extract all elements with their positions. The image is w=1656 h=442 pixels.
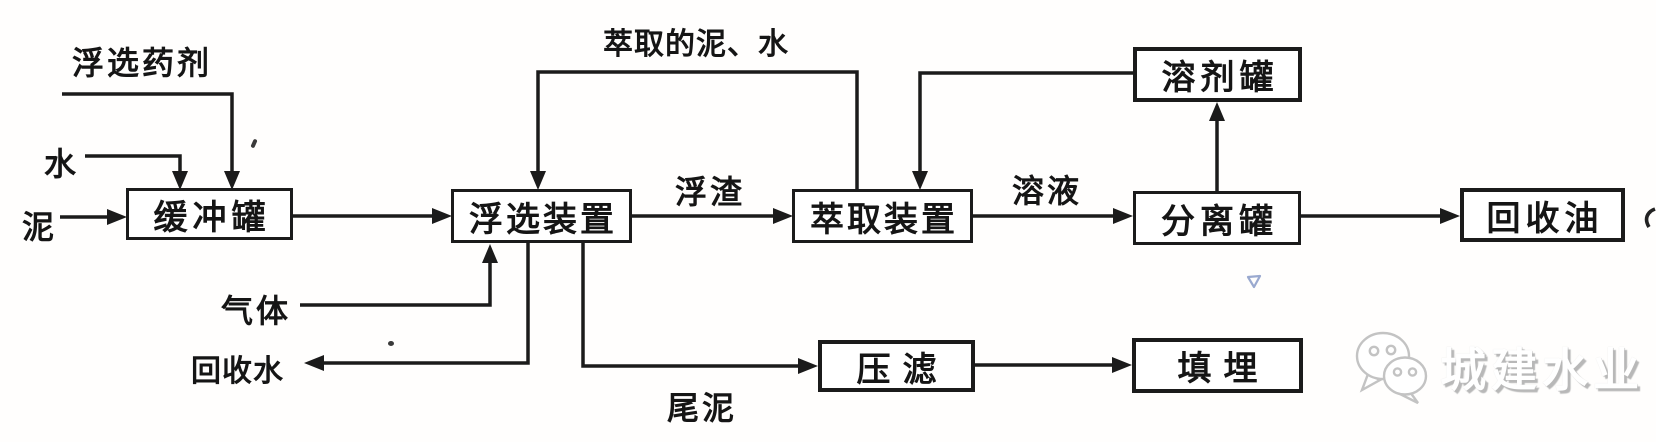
connector-separation-tank-to-recovered-oil: [1301, 208, 1460, 224]
box-press-filter: 压滤: [818, 340, 975, 392]
line: [918, 71, 1133, 173]
line: [300, 261, 492, 307]
wechat-logo-icon: [1355, 331, 1428, 405]
box-recovered-oil: 回收油: [1460, 188, 1625, 242]
connector-flotation-unit-to-extraction-unit: [632, 208, 793, 224]
arrowhead-right-icon: [1440, 208, 1460, 224]
connector-mud-to-buffer-tank: [60, 209, 127, 225]
box-buffer-tank: 缓冲罐: [126, 188, 293, 240]
label-solution: 溶液: [1012, 173, 1083, 209]
arrowhead-up-icon: [1209, 102, 1225, 121]
line: [85, 154, 182, 173]
arrowhead-down-icon: [912, 171, 928, 190]
connector-flotation-unit-to-recovered-water: [304, 243, 530, 371]
connector-solvent-tank-to-extraction-unit: [912, 71, 1133, 190]
box-landfill-label: 填埋: [1177, 350, 1270, 388]
arrowhead-up-icon: [482, 244, 498, 263]
connector-gas-to-flotation-unit: [300, 244, 498, 307]
edge-mark: [1644, 207, 1656, 228]
label-recovered-water: 回收水: [191, 355, 284, 388]
connector-separation-tank-to-solvent-tank: [1209, 102, 1225, 191]
line: [322, 243, 530, 365]
connector-flotation-agent-to-buffer-tank: [62, 92, 240, 190]
box-landfill: 填埋: [1132, 338, 1303, 393]
arrowhead-right-icon: [773, 208, 793, 224]
arrowhead-down-icon: [172, 171, 188, 190]
box-separation-tank-label: 分离罐: [1161, 202, 1278, 241]
watermark-text: 城建水业: [1440, 344, 1644, 396]
box-separation-tank: 分离罐: [1133, 191, 1301, 245]
connector-press-filter-to-landfill: [975, 357, 1132, 373]
connector-water-to-buffer-tank: [85, 154, 188, 190]
box-extraction-unit: 萃取装置: [792, 189, 973, 243]
line: [536, 70, 859, 190]
connector-tail-mud-to-press-filter: [581, 243, 818, 374]
arrowhead-right-icon: [1112, 357, 1132, 373]
arrowhead-right-icon: [1113, 208, 1133, 224]
box-extraction-unit-label: 萃取装置: [810, 200, 958, 239]
box-solvent-tank-label: 溶剂罐: [1161, 59, 1279, 97]
arrowhead-right-icon: [798, 358, 818, 374]
eye: [1368, 345, 1380, 357]
arrowhead-right-icon: [432, 208, 452, 224]
label-scum: 浮渣: [675, 174, 746, 210]
label-extracted-mud-water: 萃取的泥、水: [603, 28, 789, 61]
connector-buffer-tank-to-flotation-unit: [293, 208, 452, 224]
line: [581, 243, 801, 368]
connector-extraction-unit-to-separation-tank: [973, 208, 1133, 224]
eye: [1407, 367, 1418, 377]
arrowhead-down-icon: [530, 171, 546, 190]
label-water: 水: [44, 146, 80, 182]
label-tail-mud: 尾泥: [667, 390, 738, 426]
arrowhead-left-icon: [304, 355, 324, 371]
box-flotation-unit-label: 浮选装置: [469, 200, 617, 239]
box-flotation-unit: 浮选装置: [451, 189, 632, 243]
watermark: 城建水业: [1352, 328, 1644, 406]
cursor-artifact-icon: [1246, 274, 1262, 289]
arrowhead-right-icon: [107, 209, 127, 225]
eye: [1392, 367, 1403, 377]
box-recovered-oil-label: 回收油: [1486, 199, 1604, 238]
chat-bubbles: [1355, 331, 1428, 405]
arrowhead-down-icon: [224, 171, 240, 190]
box-solvent-tank: 溶剂罐: [1133, 47, 1302, 102]
scan-edge-artifact: [1644, 207, 1656, 228]
bubble-small: [1382, 356, 1428, 396]
label-flotation-agent: 浮选药剂: [72, 45, 213, 81]
triangle-mark: [1246, 274, 1262, 289]
connector-extracted-mud-water-recycle: [530, 70, 859, 190]
label-gas: 气体: [221, 293, 292, 329]
scan-speck: [388, 341, 394, 346]
box-press-filter-label: 压滤: [856, 350, 949, 389]
box-buffer-tank-label: 缓冲罐: [153, 198, 271, 237]
eye: [1385, 344, 1397, 356]
label-mud: 泥: [22, 209, 58, 245]
line: [62, 92, 234, 173]
